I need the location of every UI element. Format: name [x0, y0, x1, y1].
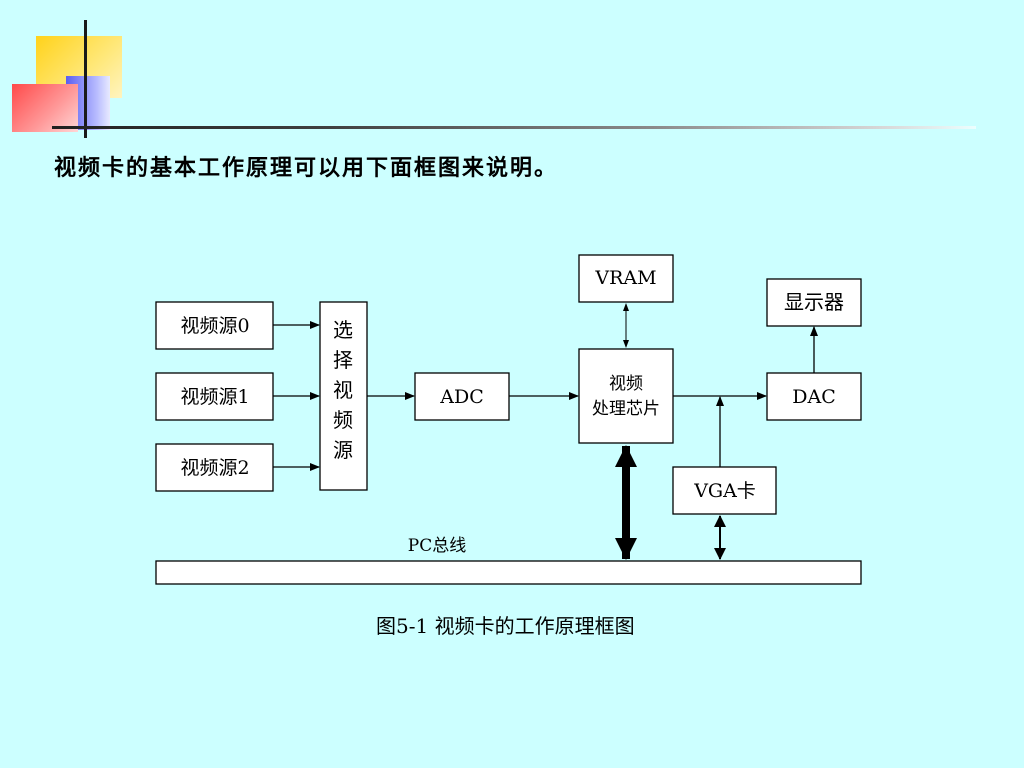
- video-chip-label-line1: 视频: [609, 374, 643, 394]
- figure-caption: 图5-1 视频卡的工作原理框图: [376, 614, 635, 638]
- vram-label: VRAM: [594, 267, 656, 289]
- decor-vertical-line: [84, 20, 87, 138]
- video-source-1-label: 视频源1: [180, 386, 249, 408]
- video-source-0-label: 视频源0: [180, 315, 249, 337]
- video-source-1-box: [155, 372, 274, 421]
- vga-card-label: VGA卡: [693, 480, 756, 502]
- video-source-2-box: [155, 443, 274, 492]
- selector-box: [319, 301, 368, 491]
- video-chip-label-line2: 处理芯片: [592, 399, 660, 419]
- selector-char-5: 源: [333, 438, 353, 462]
- selector-char-3: 视: [333, 378, 353, 402]
- video-chip-box: [578, 348, 674, 444]
- selector-char-4: 频: [333, 408, 353, 432]
- display-box: [766, 278, 862, 327]
- selector-char-2: 择: [333, 348, 353, 372]
- vram-box: [578, 254, 674, 303]
- intro-text: 视频卡的基本工作原理可以用下面框图来说明。: [54, 155, 559, 181]
- video-source-0-box: [155, 301, 274, 350]
- video-source-2-label: 视频源2: [180, 457, 249, 479]
- title-divider-line: [52, 126, 976, 129]
- pc-bus-bar: [155, 560, 862, 585]
- dac-label: DAC: [792, 386, 836, 408]
- vga-card-box: [672, 466, 777, 515]
- adc-label: ADC: [439, 386, 484, 408]
- decor-red-square: [12, 84, 78, 132]
- display-label: 显示器: [784, 290, 844, 314]
- selector-char-1: 选: [333, 318, 353, 342]
- pc-bus-label: PC总线: [408, 536, 466, 556]
